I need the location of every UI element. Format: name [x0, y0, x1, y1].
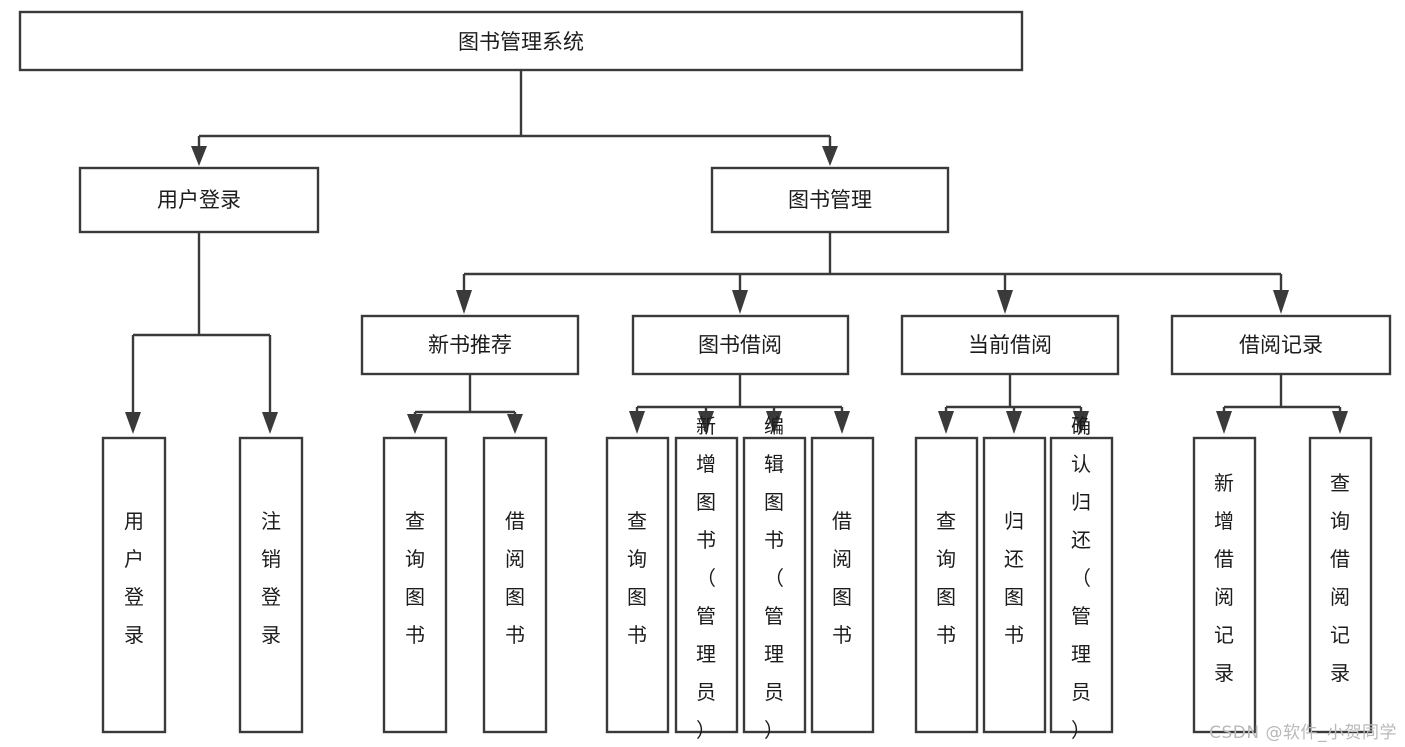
node-leaf-borrow-book-1[interactable]: 借阅图书 [482, 436, 548, 734]
edge-group-current-borrow-to-leaves [938, 374, 1089, 434]
node-leaf-user-login[interactable]: 用户登录 [101, 436, 167, 734]
node-leaf-query-book-3[interactable]: 查询图书 [914, 436, 979, 734]
node-leaf-borrow-book-2-box[interactable] [810, 436, 875, 734]
node-new-book-rec[interactable]: 新书推荐 [360, 314, 580, 376]
node-borrow-record[interactable]: 借阅记录 [1170, 314, 1392, 376]
node-new-book-rec-label: 新书推荐 [428, 333, 512, 357]
node-leaf-query-book-1-label: 查询图书 [405, 509, 425, 647]
node-leaf-edit-book-box[interactable] [742, 436, 807, 734]
node-leaf-add-book-label: 新增图书（管理员） [696, 414, 716, 742]
node-leaf-borrow-book-2[interactable]: 借阅图书 [810, 436, 875, 734]
node-leaf-return-book-box[interactable] [982, 436, 1047, 734]
arrowhead-leaf-query-book-1 [407, 414, 423, 434]
node-leaf-user-login-label: 用户登录 [124, 509, 144, 647]
node-leaf-query-book-3-box[interactable] [914, 436, 979, 734]
edge-group-book-borrow-to-leaves [629, 374, 850, 434]
arrowhead-leaf-query-book-3 [938, 411, 954, 434]
node-current-borrow[interactable]: 当前借阅 [900, 314, 1120, 376]
node-borrow-record-box[interactable] [1170, 314, 1392, 376]
node-leaf-confirm-return-label: 确认归还（管理员） [1071, 414, 1091, 742]
node-user-login[interactable]: 用户登录 [78, 166, 320, 234]
node-current-borrow-label: 当前借阅 [968, 333, 1052, 357]
node-leaf-query-book-2[interactable]: 查询图书 [605, 436, 670, 734]
node-current-borrow-box[interactable] [900, 314, 1120, 376]
node-leaf-add-record-box[interactable] [1192, 436, 1257, 734]
node-leaf-user-logout-label: 注销登录 [261, 509, 281, 647]
edge-group-new-book-rec-to-leaves [407, 374, 523, 434]
node-leaf-borrow-book-2-label: 借阅图书 [832, 509, 852, 647]
node-leaf-confirm-return[interactable]: 确认归还（管理员） [1049, 414, 1114, 742]
arrowhead-leaf-user-login [125, 412, 141, 434]
node-borrow-record-label: 借阅记录 [1239, 333, 1323, 357]
node-leaf-return-book-label: 归还图书 [1004, 509, 1024, 647]
arrowhead-book-borrow [732, 290, 748, 314]
node-leaf-user-logout[interactable]: 注销登录 [238, 436, 304, 734]
node-book-manage-label: 图书管理 [788, 188, 872, 212]
node-leaf-return-book[interactable]: 归还图书 [982, 436, 1047, 734]
node-leaf-query-record-label: 查询借阅记录 [1330, 471, 1350, 685]
edge-group-user-login-to-leaves [125, 232, 278, 434]
node-leaf-query-book-2-label: 查询图书 [627, 509, 647, 647]
arrowhead-leaf-add-book [698, 411, 714, 434]
edge-group-borrow-record-to-leaves [1216, 374, 1348, 434]
arrowhead-borrow-record [1273, 290, 1289, 314]
node-leaf-query-book-1[interactable]: 查询图书 [382, 436, 448, 734]
arrowhead-leaf-borrow-book-2 [834, 411, 850, 434]
arrowhead-new-book-rec [456, 290, 472, 314]
node-leaf-query-book-2-box[interactable] [605, 436, 670, 734]
edge-group-root-to-level2 [191, 70, 838, 166]
arrowhead-book-manage [822, 146, 838, 166]
node-leaf-add-book[interactable]: 新增图书（管理员） [674, 414, 739, 742]
arrowhead-leaf-user-logout [262, 412, 278, 434]
node-root-box[interactable] [18, 10, 1024, 72]
arrowhead-current-borrow [997, 290, 1013, 314]
node-leaf-user-logout-box[interactable] [238, 436, 304, 734]
node-leaf-user-login-box[interactable] [101, 436, 167, 734]
node-leaf-add-record-label: 新增借阅记录 [1214, 471, 1234, 685]
node-new-book-rec-box[interactable] [360, 314, 580, 376]
arrowhead-leaf-query-record [1332, 411, 1348, 434]
node-leaf-borrow-book-1-label: 借阅图书 [505, 509, 525, 647]
node-leaf-query-record[interactable]: 查询借阅记录 [1308, 436, 1373, 734]
node-leaf-add-book-box[interactable] [674, 436, 739, 734]
arrowhead-leaf-query-book-2 [629, 411, 645, 434]
arrowhead-leaf-borrow-book-1 [507, 414, 523, 434]
node-leaf-query-record-box[interactable] [1308, 436, 1373, 734]
node-book-manage-box[interactable] [710, 166, 950, 234]
arrowhead-leaf-return-book [1006, 411, 1022, 434]
node-book-borrow-box[interactable] [631, 314, 850, 376]
node-root[interactable]: 图书管理系统 [18, 10, 1024, 72]
node-book-borrow[interactable]: 图书借阅 [631, 314, 850, 376]
node-leaf-confirm-return-box[interactable] [1049, 436, 1114, 734]
arrowhead-leaf-add-record [1216, 411, 1232, 434]
node-leaf-edit-book[interactable]: 编辑图书（管理员） [742, 414, 807, 742]
node-root-label: 图书管理系统 [458, 30, 584, 54]
arrowhead-leaf-edit-book [766, 411, 782, 434]
node-leaf-borrow-book-1-box[interactable] [482, 436, 548, 734]
node-leaf-add-record[interactable]: 新增借阅记录 [1192, 436, 1257, 734]
edge-group-book-manage-to-level3 [456, 232, 1289, 314]
node-user-login-box[interactable] [78, 166, 320, 234]
node-leaf-query-book-3-label: 查询图书 [936, 509, 956, 647]
node-leaf-edit-book-label: 编辑图书（管理员） [764, 414, 784, 742]
node-leaf-query-book-1-box[interactable] [382, 436, 448, 734]
arrowhead-user-login [191, 146, 207, 166]
node-book-borrow-label: 图书借阅 [698, 333, 782, 357]
arrowhead-leaf-confirm-return [1073, 411, 1089, 434]
node-user-login-label: 用户登录 [157, 188, 241, 212]
node-book-manage[interactable]: 图书管理 [710, 166, 950, 234]
